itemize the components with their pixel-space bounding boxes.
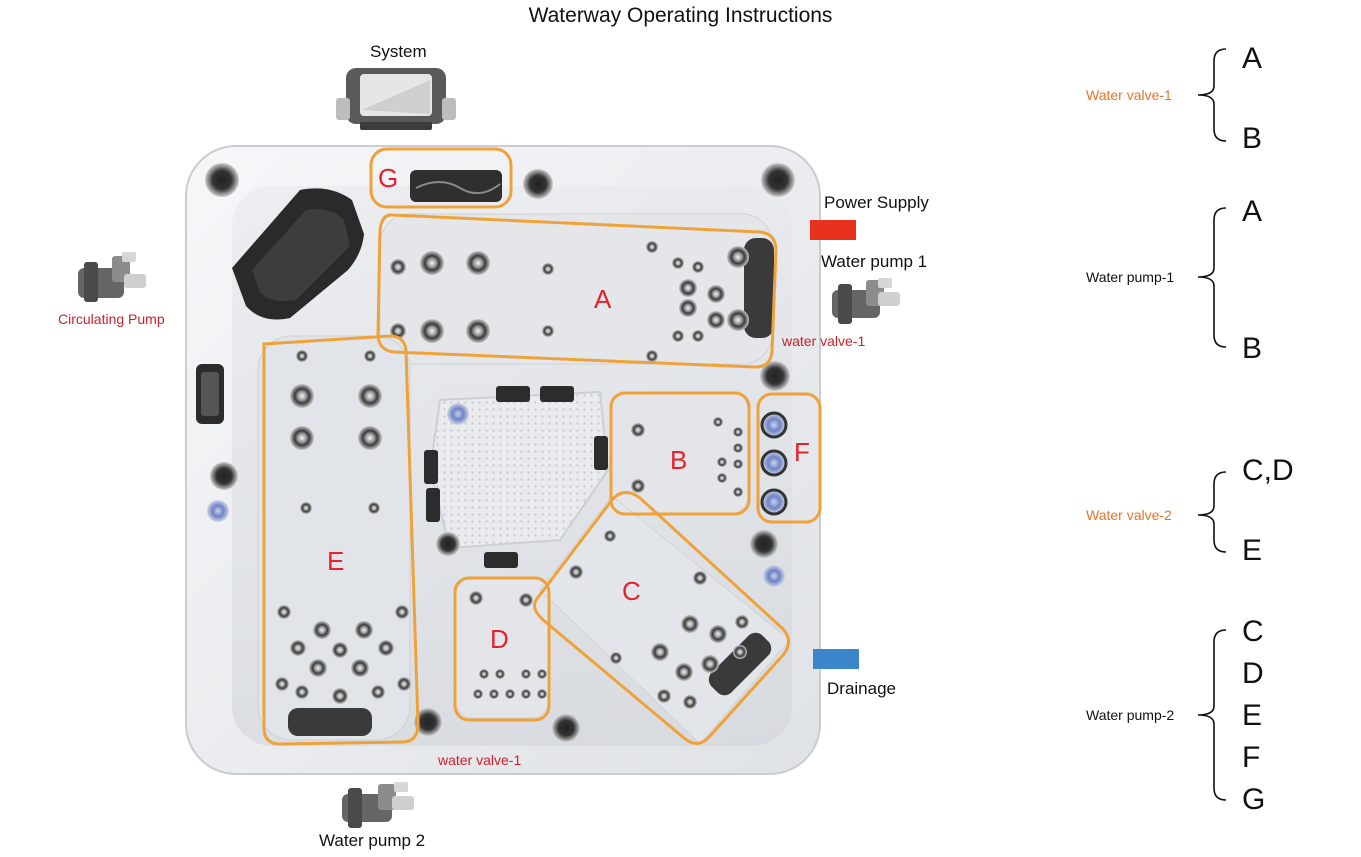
zone-b-outline [609,391,751,516]
drainage-marker [813,649,859,669]
system-controller [336,68,456,130]
legend-target: D [1242,657,1264,690]
water-pump-1-graphic [832,278,900,324]
power-supply-marker [810,220,856,240]
zone-d-outline [453,576,551,722]
zone-label-c: C [622,576,641,606]
zone-label-b: B [670,445,688,475]
circulating-pump-graphic [78,252,146,302]
legend-target: C,D [1242,454,1294,487]
legend-water-pump-1: Water pump-1 [1086,269,1175,285]
legend-water-valve-2: Water valve-2 [1086,507,1172,523]
water-valve-1-label-right: water valve-1 [782,333,866,349]
legend-target: F [1242,741,1261,774]
zone-label-f: F [794,437,810,467]
legend-target: E [1242,699,1263,732]
legend-target: B [1242,122,1263,155]
zone-label-a: A [594,284,612,314]
zone-a-outline [376,213,778,369]
zone-g-outline [369,147,513,209]
water-valve-1-label-bottom: water valve-1 [438,752,522,768]
drainage-label: Drainage [827,679,896,698]
legend-target: C [1242,615,1264,648]
water-pump-2-graphic [342,782,414,828]
water-pump-1-label: Water pump 1 [821,252,928,271]
zone-label-e: E [327,546,345,576]
zone-f-outline [756,392,822,524]
power-supply-label: Power Supply [824,193,929,212]
zone-e-outline [262,334,420,746]
legend-target: A [1242,195,1263,228]
system-label: System [370,42,427,61]
zone-label-g: G [378,163,399,193]
circulating-pump-label: Circulating Pump [58,311,165,327]
zone-label-d: D [490,624,509,654]
zone-c-outline [533,491,790,745]
legend-target: B [1242,332,1263,365]
page-title: Waterway Operating Instructions [528,4,833,27]
legend-target: G [1242,783,1266,816]
water-pump-2-label: Water pump 2 [319,831,426,850]
legend-target: E [1242,534,1263,567]
legend-water-pump-2: Water pump-2 [1086,707,1175,723]
legend-target: A [1242,42,1263,75]
legend-water-valve-1: Water valve-1 [1086,87,1172,103]
